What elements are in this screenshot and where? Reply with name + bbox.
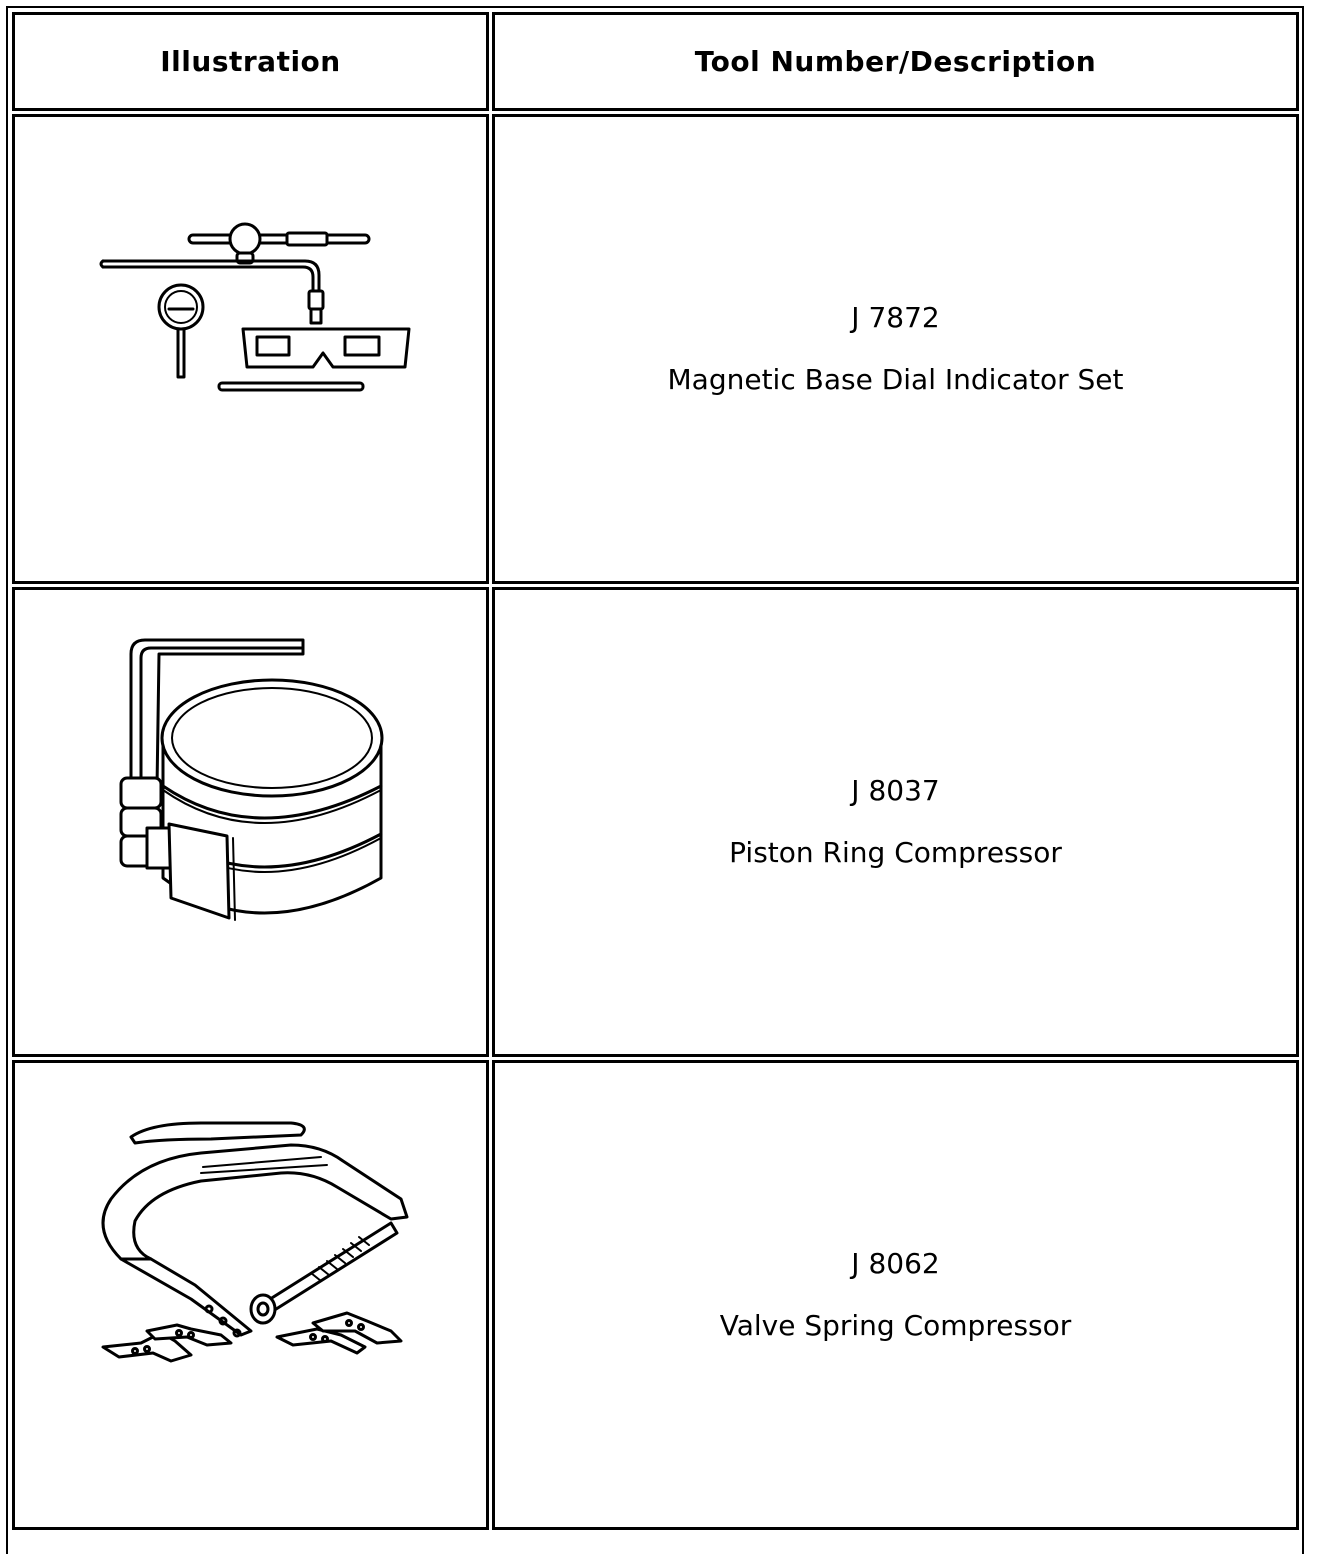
piston-ring-compressor-icon	[119, 638, 384, 921]
valve-spring-compressor-icon	[101, 1121, 409, 1363]
table-row-illustration	[12, 114, 489, 584]
table-row-description: J 8037 Piston Ring Compressor	[492, 587, 1299, 1057]
tool-description: Magnetic Base Dial Indicator Set	[667, 363, 1124, 396]
tool-description: Valve Spring Compressor	[719, 1309, 1072, 1342]
table-row-illustration	[12, 1060, 489, 1530]
tool-number: J 8062	[851, 1247, 940, 1281]
tools-table	[6, 6, 1304, 1554]
tool-entry: J 8037 Piston Ring Compressor	[729, 774, 1062, 869]
table-row-description: J 8062 Valve Spring Compressor	[492, 1060, 1299, 1530]
tool-entry: J 7872 Magnetic Base Dial Indicator Set	[668, 301, 1124, 396]
table-row-illustration	[12, 587, 489, 1057]
header-tool-label: Tool Number/Description	[694, 45, 1097, 78]
header-illustration: Illustration	[12, 12, 489, 111]
table-row-description: J 7872 Magnetic Base Dial Indicator Set	[492, 114, 1299, 584]
header-illustration-label: Illustration	[160, 45, 341, 78]
magnetic-base-dial-indicator-icon	[99, 222, 411, 392]
header-tool-description: Tool Number/Description	[492, 12, 1299, 111]
tool-number: J 7872	[851, 301, 940, 335]
tool-entry: J 8062 Valve Spring Compressor	[720, 1247, 1072, 1342]
tool-number: J 8037	[851, 774, 940, 808]
tool-description: Piston Ring Compressor	[729, 836, 1062, 869]
